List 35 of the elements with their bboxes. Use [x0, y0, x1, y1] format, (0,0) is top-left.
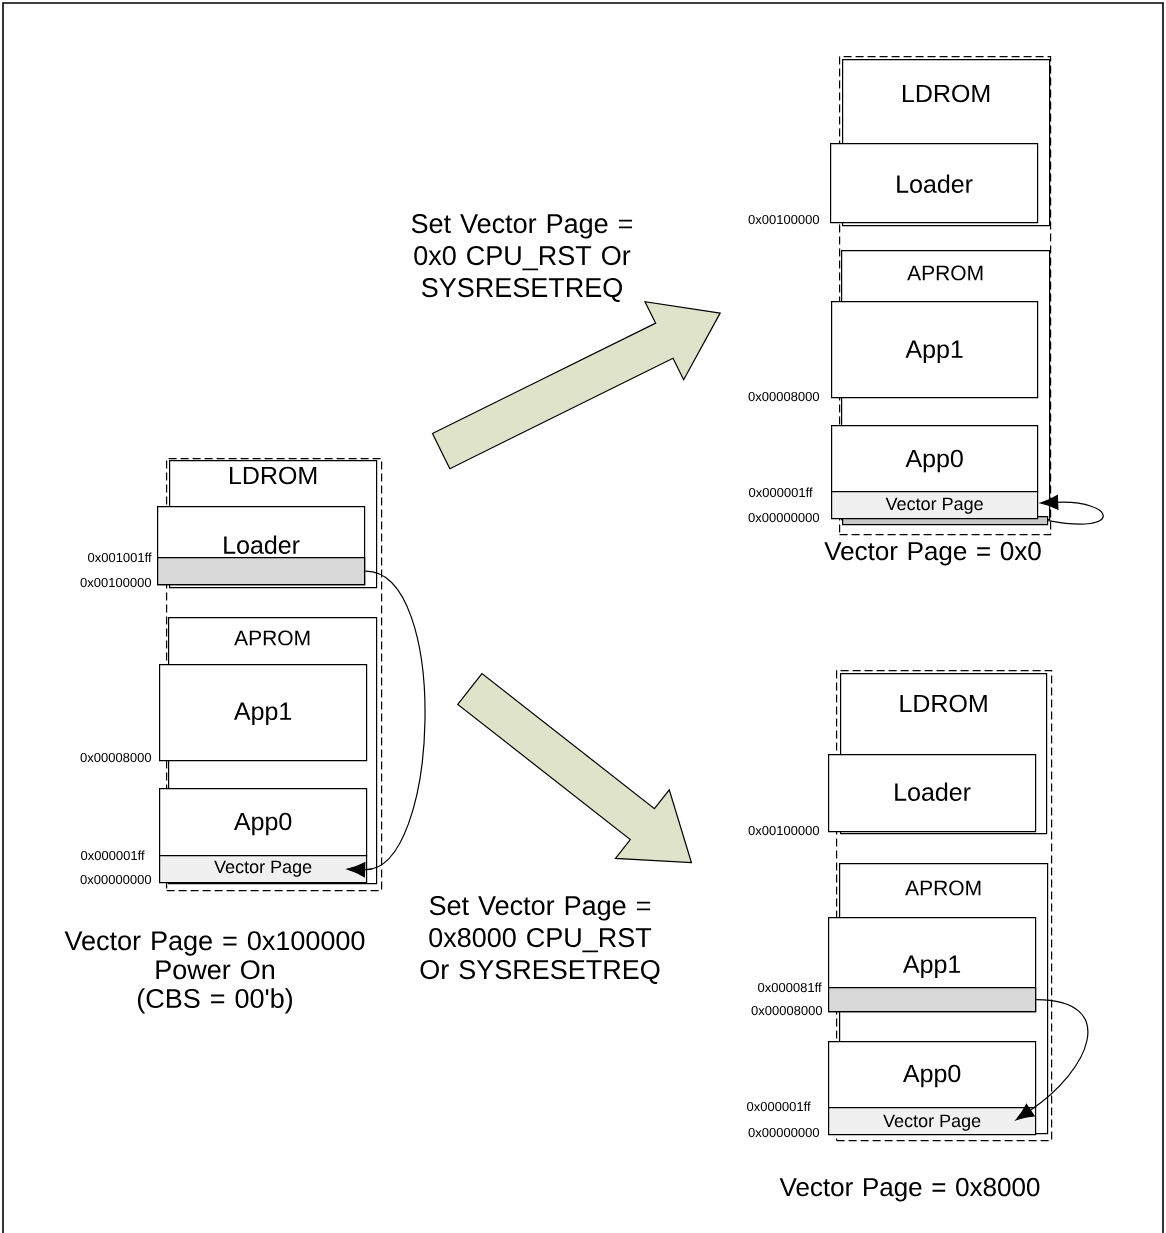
address-label: 0x000001ff [747, 1101, 811, 1112]
memory-region-box: Loader [830, 143, 1039, 224]
address-label: 0x00008000 [80, 752, 152, 763]
vector-page-box: Vector Page [828, 1107, 1037, 1136]
memory-map-label: Power On (CBS = 00'b) [137, 960, 292, 1014]
memory-region-box: Loader [828, 754, 1037, 833]
address-label: 0x00008000 [751, 1005, 823, 1016]
memory-region-box: App0 [828, 1041, 1037, 1109]
shaded-bar [828, 987, 1037, 1013]
address-label: 0x00008000 [748, 391, 820, 402]
address-label: 0x001001ff [88, 552, 152, 563]
address-label: 0x00000000 [748, 512, 820, 523]
memory-map-label: Vector Page = 0x0 [824, 541, 1041, 566]
edge-label: Set Vector Page = 0x8000 CPU_RST Or SYSRESETREQ [420, 896, 660, 984]
edge-label: Set Vector Page = 0x0 CPU_RST Or SYSRESETREQ [411, 214, 633, 302]
address-label: 0x00000000 [80, 874, 152, 885]
memory-region-box: App0 [159, 788, 368, 857]
address-label: 0x000001ff [749, 487, 813, 498]
address-label: 0x000001ff [81, 850, 145, 861]
address-label: 0x00100000 [748, 214, 820, 225]
curved-arrow [346, 570, 426, 878]
vector-page-box: Vector Page [831, 491, 1039, 520]
memory-region-box: App1 [159, 664, 368, 762]
memory-region-box: App0 [831, 425, 1039, 493]
address-label: 0x00100000 [748, 825, 820, 836]
shaded-bar [157, 557, 366, 586]
curved-arrow [1015, 999, 1089, 1121]
memory-region-box: App1 [831, 301, 1039, 399]
vector-page-box: Vector Page [159, 855, 368, 884]
memory-map-label: Vector Page = 0x100000 [64, 931, 365, 956]
address-label: 0x000081ff [758, 982, 822, 993]
address-label: 0x00000000 [748, 1127, 820, 1138]
curved-arrow [1039, 494, 1104, 525]
address-label: 0x00100000 [80, 577, 152, 588]
memory-map-label: Vector Page = 0x8000 [779, 1177, 1040, 1202]
